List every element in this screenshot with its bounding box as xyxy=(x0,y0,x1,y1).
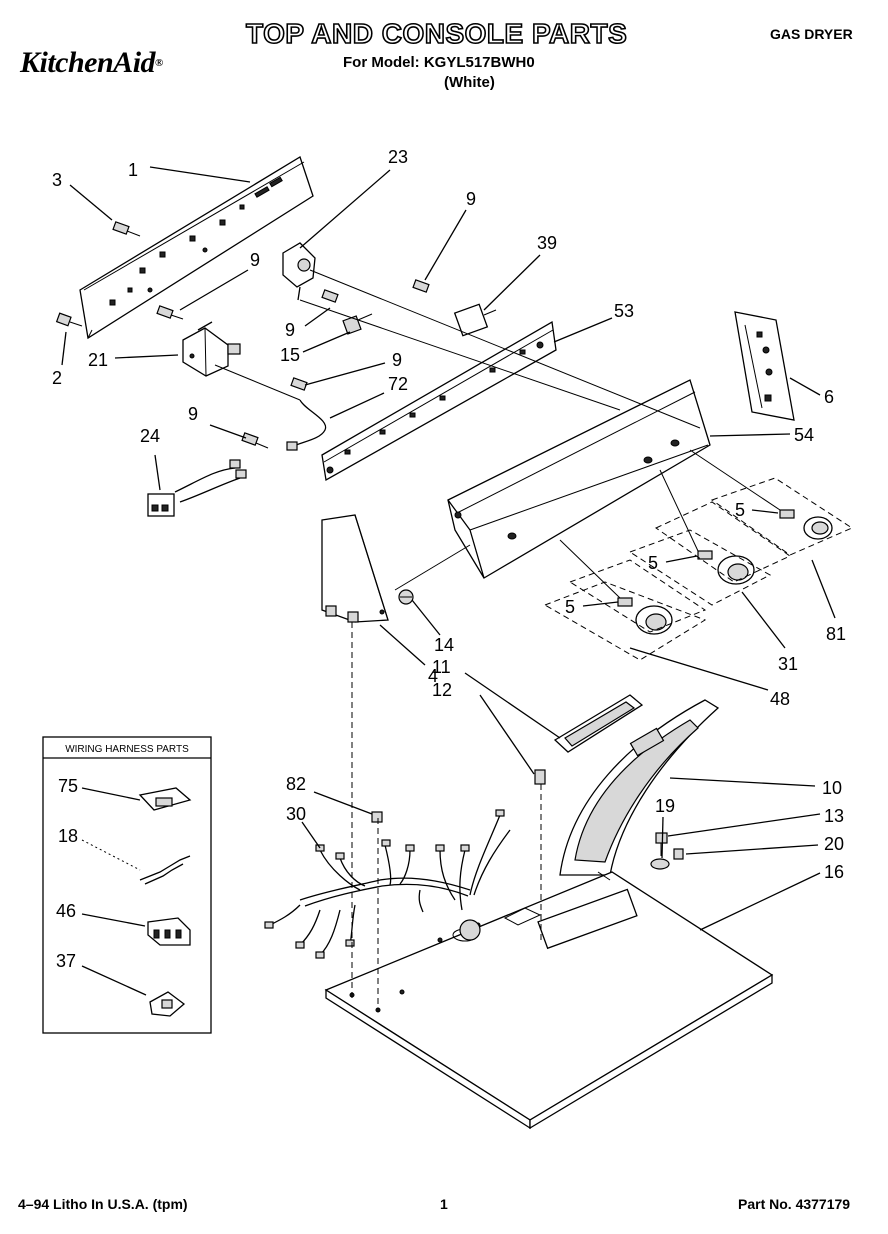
part-harness-24 xyxy=(147,459,247,517)
callout-20: 20 xyxy=(824,834,844,854)
callout-2: 2 xyxy=(52,368,62,388)
callout-75: 75 xyxy=(58,776,78,796)
callout-11: 11 xyxy=(432,657,451,677)
part-screw-13 xyxy=(655,832,668,856)
page-number: 1 xyxy=(440,1196,448,1212)
part-console-bracket-53 xyxy=(321,320,557,482)
callout-72: 72 xyxy=(388,374,408,394)
callout-23: 23 xyxy=(388,147,408,167)
part-wiring-harness-30 xyxy=(264,809,511,959)
callout-16: 16 xyxy=(824,862,844,882)
callout-54: 54 xyxy=(794,425,814,445)
part-knob-81 xyxy=(779,509,833,540)
callout-4: 4 xyxy=(428,666,438,686)
part-timer xyxy=(182,321,241,377)
part-switch-39 xyxy=(453,303,497,337)
part-control-console-54 xyxy=(447,379,711,579)
callout-53: 53 xyxy=(614,301,634,321)
model-line: For Model: KGYL517BWH0 xyxy=(343,54,535,71)
callout-6: 6 xyxy=(824,387,834,407)
part-end-bracket-6 xyxy=(734,311,795,421)
part-connector-46 xyxy=(147,917,191,946)
callout-9-a: 9 xyxy=(250,250,260,270)
part-washer-19 xyxy=(650,858,670,870)
part-clip-14 xyxy=(398,589,414,605)
callout-19: 19 xyxy=(655,796,675,816)
screw-9b xyxy=(321,289,339,303)
brand-name: KitchenAid xyxy=(20,46,156,79)
callout-82: 82 xyxy=(286,774,306,794)
part-connector-75 xyxy=(138,787,192,811)
part-cabinet-top-16 xyxy=(324,871,774,1130)
screw-9a xyxy=(156,305,184,320)
callout-31: 31 xyxy=(778,654,798,674)
leader-lines xyxy=(61,166,836,931)
brand-logo: KitchenAid® xyxy=(20,46,163,80)
screw-3 xyxy=(112,221,141,237)
callout-81: 81 xyxy=(826,624,846,644)
part-switch-23 xyxy=(282,242,316,301)
part-end-cap-4 xyxy=(321,514,389,623)
callout-9-c: 9 xyxy=(392,350,402,370)
inset-title: WIRING HARNESS PARTS xyxy=(65,744,189,755)
callout-labels: 1 3 2 21 9 23 9 15 9 72 9 24 9 39 53 6 5… xyxy=(52,147,846,882)
callout-39: 39 xyxy=(537,233,557,253)
callout-21: 21 xyxy=(88,350,108,370)
color-line: (White) xyxy=(444,74,495,91)
part-lint-screen-11 xyxy=(553,694,644,753)
wiring-harness-inset: WIRING HARNESS PARTS 75 18 46 37 xyxy=(42,736,212,1034)
callout-5-b: 5 xyxy=(648,553,658,573)
part-screw-20 xyxy=(673,848,684,860)
page-title: TOP AND CONSOLE PARTS xyxy=(245,17,628,50)
callout-9-e: 9 xyxy=(466,189,476,209)
callout-3: 3 xyxy=(52,170,62,190)
part-connector-37 xyxy=(149,991,186,1017)
callout-1: 1 xyxy=(128,160,138,180)
part-terminal-18 xyxy=(139,855,191,885)
part-knob-31 xyxy=(697,550,755,585)
callout-37: 37 xyxy=(56,951,76,971)
part-lint-housing-10 xyxy=(559,699,720,876)
screw-9e xyxy=(412,279,430,293)
part-clip-12 xyxy=(534,769,546,785)
callout-15: 15 xyxy=(280,345,300,365)
part-number: Part No. 4377179 xyxy=(738,1196,851,1212)
part-control-panel-bracket xyxy=(79,156,314,340)
callout-5-a: 5 xyxy=(735,500,745,520)
callout-13: 13 xyxy=(824,806,844,826)
print-info: 4–94 Litho In U.S.A. (tpm) xyxy=(18,1196,188,1212)
callout-12: 12 xyxy=(432,680,452,700)
callout-14: 14 xyxy=(434,635,454,655)
part-knob-48 xyxy=(617,597,673,635)
part-clip-15 xyxy=(342,313,373,335)
callout-9-b: 9 xyxy=(285,320,295,340)
callout-48: 48 xyxy=(770,689,790,709)
callout-30: 30 xyxy=(286,804,306,824)
callout-24: 24 xyxy=(140,426,160,446)
callout-9-d: 9 xyxy=(188,404,198,424)
part-wire-72 xyxy=(286,399,327,451)
callout-18: 18 xyxy=(58,826,78,846)
callout-46: 46 xyxy=(56,901,76,921)
screw-2 xyxy=(55,312,83,327)
callout-5-c: 5 xyxy=(565,597,575,617)
appliance-type: GAS DRYER xyxy=(770,26,853,42)
screw-9d xyxy=(241,432,269,449)
screw-9c xyxy=(290,377,308,391)
part-clip-82 xyxy=(371,811,383,823)
callout-10: 10 xyxy=(822,778,842,798)
registered-mark: ® xyxy=(155,57,163,69)
